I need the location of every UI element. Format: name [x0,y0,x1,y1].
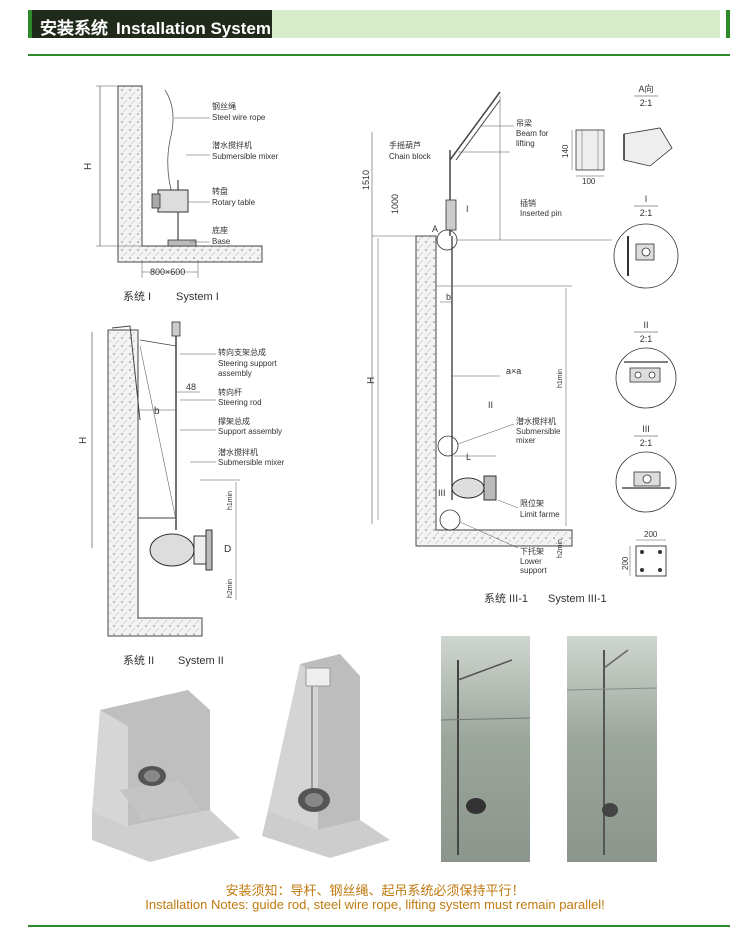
s1-table-cn: 转盘 [212,186,228,196]
s2-support-cn: 撑架总成 [218,416,250,426]
s3-marker-ii: II [488,400,493,410]
s2-mixer-cn: 潜水搅拌机 [218,447,258,457]
s2-rod-en: Steering rod [218,398,262,407]
header-accent-right [726,10,730,38]
s2-label-cn: 系统 II [123,654,154,667]
detail-i-scale: 2:1 [640,208,653,218]
title-en: Installation System [116,19,271,38]
s3-dim-h2min: h2min [557,539,564,558]
page-title: 安装系统 Installation System [40,14,271,39]
detail-i-top: I [645,194,648,204]
s2-steer-en1: Steering support [218,359,277,368]
s1-mixer-cn: 潜水搅拌机 [212,140,252,150]
photo-installation-1 [441,636,530,862]
dim-200-side: 200 [621,556,630,570]
s3-label-en: System III-1 [548,593,607,605]
detail-i-label: I 2:1 [634,194,658,218]
s1-base-en: Base [212,237,231,246]
s2-dim-h2min: h2min [227,579,234,598]
detail-iii-top: III [642,424,650,434]
a-view-drawing [571,127,673,177]
detail-a-top: A向 [638,83,653,94]
s3-marker-i: I [466,204,469,214]
s3-lower-en2: support [520,566,547,575]
s2-rod-cn: 转向杆 [218,387,242,397]
detail-iii-circle [615,451,677,513]
s2-label-en: System II [178,655,224,667]
render-system2 [262,654,390,858]
s2-dim-h1min: h1min [227,491,234,510]
s3-dim-b: b [446,292,451,302]
s2-support-en: Support assembly [218,427,282,436]
s2-dim-48: 48 [186,382,196,392]
s1-label-cn: 系统 I [123,290,151,303]
s3-dim-1510: 1510 [361,170,371,190]
s1-label-en: System I [176,291,219,303]
s3-pin-en: Inserted pin [520,209,562,218]
s3-mixer-en2: mixer [516,436,536,445]
s1-mixer-en: Submersible mixer [212,152,279,161]
note-en: Installation Notes: guide rod, steel wir… [145,897,605,912]
s3-label-cn: 系统 III-1 [484,592,528,605]
bottom-divider [28,925,730,927]
s3-marker-a: A [432,224,438,234]
top-divider [28,54,730,56]
detail-ii-circle [615,347,677,409]
system1-diagram [96,85,263,278]
s3-dim-h: H [366,377,377,384]
dim-140: 140 [561,144,570,158]
s2-dim-d: D [224,544,231,555]
s3-beam-cn: 吊梁 [516,119,532,128]
detail-a-label: A向 2:1 [634,83,658,108]
render-system1 [92,690,240,862]
title-cn: 安装系统 [40,19,108,38]
s3-limit-cn: 限位架 [520,498,544,508]
s2-dim-h: H [78,437,89,444]
s3-mixer-cn: 潜水搅拌机 [516,416,556,426]
s1-rope-cn: 钢丝绳 [212,101,236,111]
detail-ii-label: II 2:1 [634,320,658,344]
base-plate-drawing [629,539,667,577]
s1-dim-h: H [83,163,94,170]
s3-limit-en: Limit farme [520,510,560,519]
s3-marker-iii: III [438,488,446,498]
header-accent-left [28,10,32,38]
detail-a-scale: 2:1 [640,98,653,108]
dim-200-top: 200 [644,530,658,539]
s3-beam-en1: Beam for [516,129,549,138]
detail-iii-label: III 2:1 [634,424,658,448]
s3-dim-1000: 1000 [390,194,400,214]
s1-dim-base: 800×600 [150,267,185,277]
note-cn: 安装须知：导杆、钢丝绳、起吊系统必须保持平行！ [225,883,525,898]
s1-base-cn: 底座 [212,225,228,235]
s2-steer-cn: 转向支架总成 [218,347,266,357]
s3-lower-cn: 下托架 [520,546,544,556]
s3-dim-h1min: h1min [557,369,564,388]
s3-lower-en1: Lower [520,557,542,566]
header-title-bg [32,10,272,38]
s3-dim-axa: a×a [506,366,521,376]
s3-beam-en2: lifting [516,139,535,148]
system3-diagram [371,91,612,549]
system2-diagram [91,321,240,637]
detail-ii-top: II [643,320,648,330]
s3-mixer-en1: Submersible [516,427,561,436]
detail-i-circle [613,223,679,289]
s2-mixer-en: Submersible mixer [218,458,285,467]
dim-100: 100 [582,177,596,186]
s1-table-en: Rotary table [212,198,256,207]
s2-steer-en2: assembly [218,369,252,378]
detail-ii-scale: 2:1 [640,334,653,344]
photo-installation-2 [567,636,657,862]
s3-pin-cn: 插销 [520,198,536,208]
s2-dim-b: b [154,406,160,417]
s3-chain-cn: 手摇葫芦 [389,140,421,150]
detail-iii-scale: 2:1 [640,438,653,448]
s3-chain-en: Chain block [389,152,432,161]
s3-dim-l: L [466,452,471,462]
s1-rope-en: Steel wire rope [212,113,266,122]
